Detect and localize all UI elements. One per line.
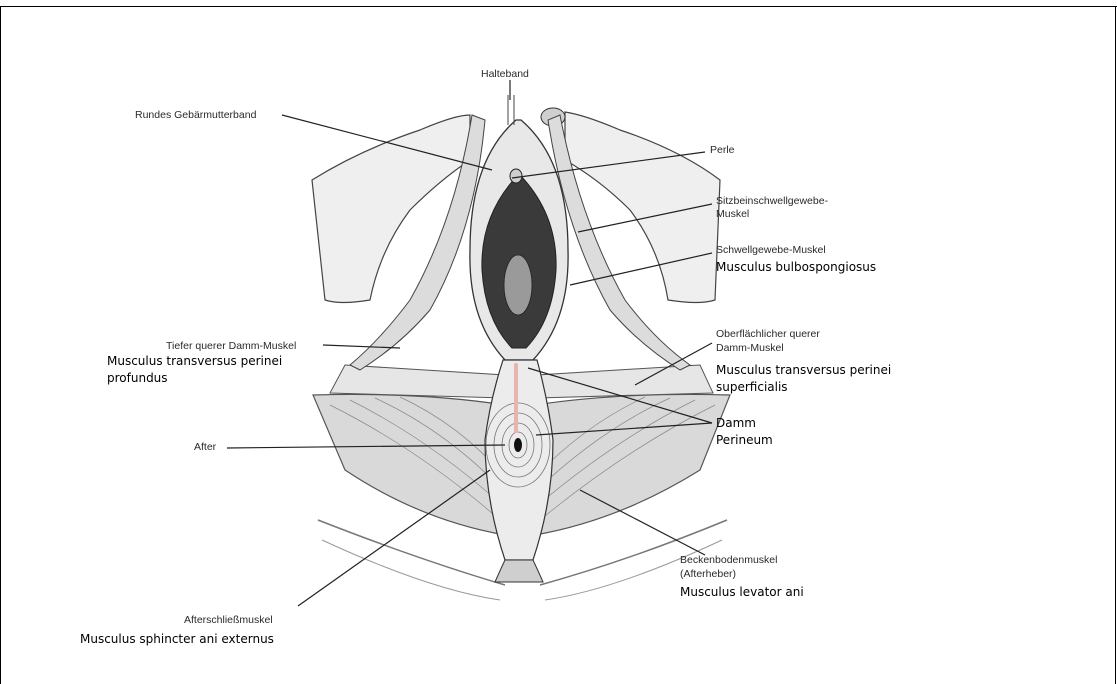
levator-ani-muscle-right	[535, 394, 730, 535]
label-perle: Perle	[710, 144, 735, 157]
label-tiefer-latin-line2: profundus	[107, 370, 168, 387]
label-oberflaechlicher-latin-line1: Musculus transversus perinei	[716, 362, 891, 379]
label-damm: Damm	[716, 415, 756, 432]
label-rundes-gebaermutterband: Rundes Gebärmutterband	[135, 109, 256, 122]
label-schwellgewebe: Schwellgewebe-Muskel	[716, 244, 826, 257]
label-beckenboden-line2: (Afterheber)	[680, 568, 736, 581]
label-oberflaechlicher-latin-line2: superficialis	[716, 379, 788, 396]
label-perineum: Perineum	[716, 432, 773, 449]
anus	[514, 438, 522, 452]
coccyx	[495, 560, 543, 582]
transverse-perinei-left	[330, 365, 505, 398]
label-schwellgewebe-latin: Musculus bulbospongiosus	[716, 259, 876, 276]
label-oberflaechlicher-line2: Damm-Muskel	[716, 342, 784, 355]
vaginal-opening	[504, 255, 532, 315]
suspensory-ligament	[508, 95, 514, 125]
label-tiefer-latin-line1: Musculus transversus perinei	[107, 353, 282, 370]
label-halteband: Halteband	[481, 68, 529, 81]
label-sitzbein-line2: Muskel	[716, 208, 749, 221]
label-afterschliessmuskel-latin: Musculus sphincter ani externus	[80, 631, 274, 648]
transverse-perinei-right	[537, 365, 713, 398]
label-tiefer-querer: Tiefer querer Damm-Muskel	[166, 340, 296, 353]
label-beckenboden-line1: Beckenbodenmuskel	[680, 554, 777, 567]
clitoris	[510, 169, 522, 183]
label-after: After	[194, 441, 216, 454]
label-oberflaechlicher-line1: Oberflächlicher querer	[716, 328, 820, 341]
label-sitzbein-line1: Sitzbeinschwellgewebe-	[716, 195, 828, 208]
perineum-marker	[514, 363, 518, 433]
label-afterschliessmuskel: Afterschließmuskel	[184, 614, 273, 627]
label-beckenboden-latin: Musculus levator ani	[680, 584, 804, 601]
